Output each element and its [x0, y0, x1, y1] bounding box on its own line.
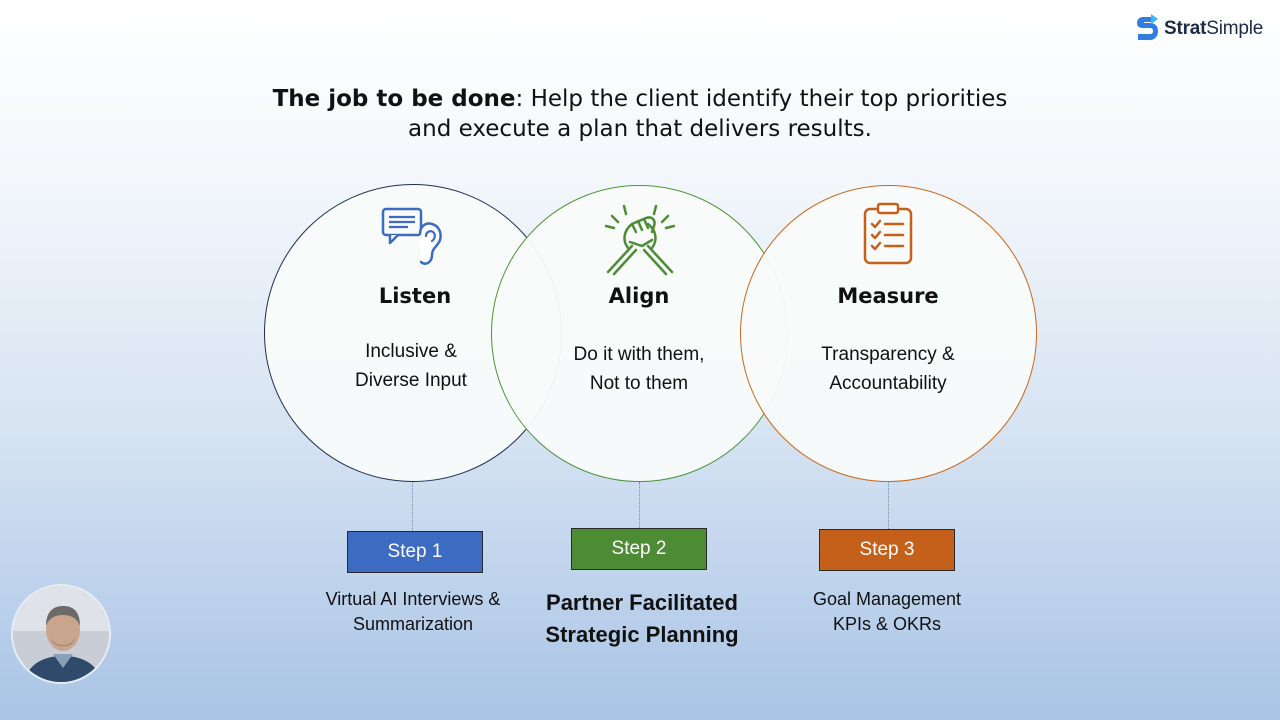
align-circle — [491, 185, 788, 482]
brand-logo: StratSimple — [1134, 14, 1263, 44]
step-2-box: Step 2 — [571, 528, 707, 570]
headline: The job to be done: Help the client iden… — [200, 84, 1080, 144]
handshake-icon — [604, 204, 676, 276]
brand-name: StratSimple — [1164, 18, 1264, 39]
chat-ear-icon — [381, 207, 442, 265]
pillar-subtitle-measure: Transparency & Accountability — [821, 344, 955, 394]
step-1-description: Virtual AI Interviews & Summarization — [325, 589, 501, 634]
presenter-avatar — [11, 584, 111, 684]
step-3-box: Step 3 — [819, 529, 955, 571]
pillar-title-measure: Measure — [837, 284, 939, 308]
pillar-subtitle-listen: Inclusive & Diverse Input — [355, 341, 467, 391]
pillar-subtitle-align: Do it with them, Not to them — [573, 344, 705, 394]
headline-line-1: The job to be done: Help the client iden… — [272, 86, 1008, 112]
pillar-title-listen: Listen — [378, 284, 452, 308]
strat-simple-logo-icon — [1137, 14, 1158, 40]
step-2-description: Partner Facilitated Strategic Planning — [545, 590, 739, 647]
presenter-video-icon — [13, 586, 109, 682]
step-1-box: Step 1 — [347, 531, 483, 573]
connector-line-1 — [412, 482, 413, 531]
pillar-title-align: Align — [608, 284, 670, 308]
connector-line-2 — [639, 482, 640, 528]
headline-line-2: and execute a plan that delivers results… — [408, 116, 872, 142]
headline-bold: The job to be done — [272, 86, 516, 112]
connector-line-3 — [888, 482, 889, 529]
step-3-description: Goal Management KPIs & OKRs — [812, 589, 962, 634]
clipboard-checklist-icon — [863, 202, 913, 265]
